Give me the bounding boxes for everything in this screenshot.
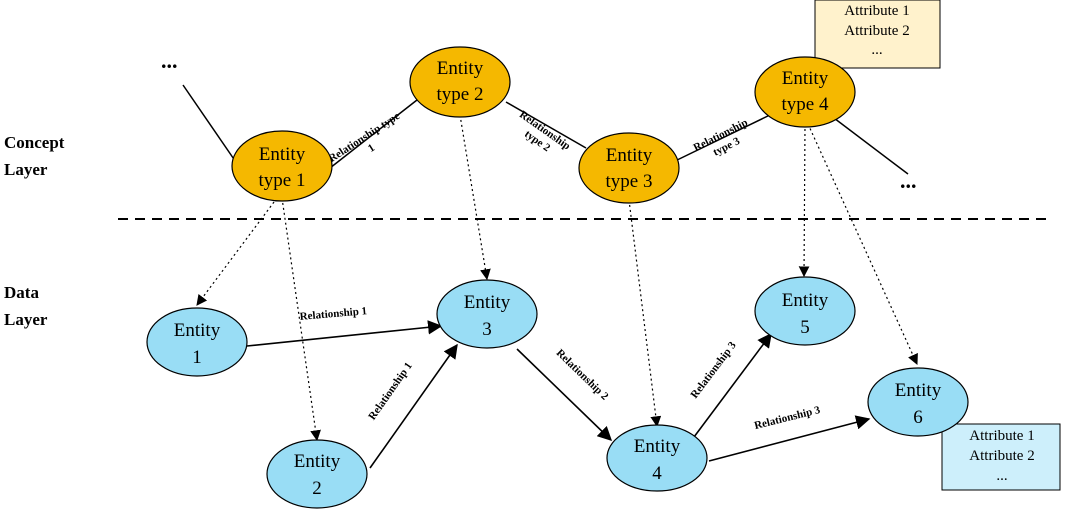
instance-arrow-type4-e6 xyxy=(807,123,918,365)
concept-rel-1-line2: 1 xyxy=(366,142,377,155)
data-rel-e3-e4-label: Relationship 2 xyxy=(554,347,611,403)
concept-node-type3-line2: type 3 xyxy=(606,171,653,192)
concept-node-type2-line1: Entity xyxy=(437,58,484,79)
concept-node-type4-line1: Entity xyxy=(782,68,829,89)
data-attribute-2: Attribute 2 xyxy=(969,448,1034,464)
concept-rel-1-label: Relationship type 1 xyxy=(327,110,403,165)
concept-node-type1: Entity type 1 xyxy=(231,130,333,202)
concept-attribute-box xyxy=(814,0,941,69)
data-node-entity6-line1: Entity xyxy=(895,380,942,401)
data-node-entity4: Entity 4 xyxy=(606,424,708,492)
data-rel-e4-e6-label: Relationship 3 xyxy=(753,404,822,432)
concept-rel-3-label: Relationship type 3 xyxy=(691,117,749,159)
data-node-entity6-line2: 6 xyxy=(913,407,923,428)
data-node-entity3: Entity 3 xyxy=(436,279,538,349)
concept-layer-label-line2: Layer xyxy=(4,160,48,179)
concept-attribute-more: ... xyxy=(871,42,882,58)
instance-arrow-type1-e1 xyxy=(196,197,278,306)
data-node-entity2-line2: 2 xyxy=(312,478,322,499)
data-node-entity2: Entity 2 xyxy=(266,439,368,509)
concept-link-type3-type4 xyxy=(672,113,773,163)
instance-arrow-type1-e2 xyxy=(281,197,321,442)
concept-layer-label-line1: Concept xyxy=(4,133,65,152)
concept-link-type4-ellipsis xyxy=(825,111,909,175)
data-rel-e1-e3-label: Relationship 1 xyxy=(299,305,367,323)
data-node-entity5: Entity 5 xyxy=(754,276,856,346)
concept-link-ellipsis-type1 xyxy=(182,84,241,169)
data-arrow-e3-e4 xyxy=(516,348,613,442)
instance-arrow-type2-e3 xyxy=(459,114,491,281)
data-node-entity3-line1: Entity xyxy=(464,292,511,313)
data-arrow-e2-e3 xyxy=(369,343,458,469)
concept-rel-2-label: Relationship type 2 xyxy=(517,109,572,155)
concept-rel-1-line1: Relationship type xyxy=(327,110,403,165)
data-layer-label-line2: Layer xyxy=(4,310,48,329)
concept-attribute-1: Attribute 1 xyxy=(844,3,909,19)
concept-node-type2: Entity type 2 xyxy=(409,46,511,118)
data-rel-e4-e5-label: Relationship 3 xyxy=(688,339,739,401)
instance-arrow-type4-e5 xyxy=(798,123,810,278)
data-node-entity4-line2: 4 xyxy=(652,463,662,484)
data-layer-label-line1: Data xyxy=(4,283,39,302)
concept-link-type1-type2 xyxy=(329,99,418,169)
data-arrow-e4-e5 xyxy=(693,332,772,438)
data-attribute-more: ... xyxy=(996,468,1007,484)
concept-attribute-2: Attribute 2 xyxy=(844,23,909,39)
data-node-entity1-line2: 1 xyxy=(192,347,202,368)
data-node-entity3-line2: 3 xyxy=(482,319,492,340)
data-attribute-1: Attribute 1 xyxy=(969,428,1034,444)
concept-ellipsis-right: ... xyxy=(900,168,917,193)
concept-node-type3: Entity type 3 xyxy=(578,132,680,204)
data-node-entity6: Entity 6 xyxy=(867,367,969,437)
concept-node-type1-line1: Entity xyxy=(259,144,306,165)
concept-node-type1-line2: type 1 xyxy=(259,170,306,191)
data-node-entity5-line2: 5 xyxy=(800,317,810,338)
data-arrow-e4-e6 xyxy=(708,415,871,462)
data-node-entity4-line1: Entity xyxy=(634,436,681,457)
concept-node-type2-line2: type 2 xyxy=(437,84,484,105)
data-attribute-box xyxy=(941,423,1061,491)
concept-node-type3-line1: Entity xyxy=(606,145,653,166)
concept-node-type4-line2: type 4 xyxy=(782,94,829,115)
data-arrow-e1-e3 xyxy=(246,320,443,347)
instance-arrow-type3-e4 xyxy=(628,199,662,428)
data-rel-e2-e3-label: Relationship 1 xyxy=(366,360,415,422)
data-node-entity1: Entity 1 xyxy=(146,307,248,377)
data-node-entity5-line1: Entity xyxy=(782,290,829,311)
concept-link-type2-type3 xyxy=(505,101,587,149)
data-node-entity1-line1: Entity xyxy=(174,320,221,341)
concept-node-type4: Entity type 4 xyxy=(754,56,856,128)
data-node-entity2-line1: Entity xyxy=(294,451,341,472)
concept-ellipsis-left: ... xyxy=(161,48,178,73)
